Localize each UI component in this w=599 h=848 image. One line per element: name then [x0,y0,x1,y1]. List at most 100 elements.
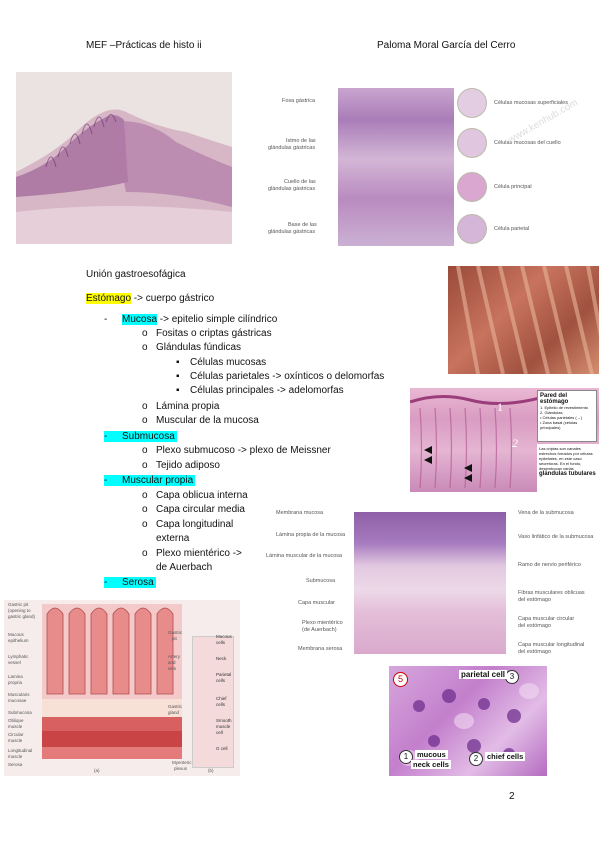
cell-circle-2 [457,128,487,158]
layer-label: del estómago [518,649,552,655]
header-right: Paloma Moral García del Cerro [377,40,516,51]
list-item-cont: de Auerbach [156,562,213,573]
drawing-label: muscle [8,738,23,743]
drawing-label: Gastric [168,704,183,709]
gland-label: glándulas gástricas [268,145,316,151]
list-item-cont: externa [156,533,190,544]
cell-label: Célula principal [494,184,532,190]
list-item: ▪Células parietales -> oxínticos o delom… [176,371,385,382]
legend-item: 2. Glándulas [540,410,563,415]
drawing-label: and [168,660,176,665]
gland-label: glándulas gástricas [268,229,316,235]
badge-5: 5 [393,672,408,687]
stomach-line: Estómago -> cuerpo gástrico [86,292,214,305]
gland-label: Fosa gástrica [282,98,316,104]
crypt-note: Las criptas son canales estrechos forrad… [537,444,599,492]
drawing-label: Gastric pit [8,602,29,607]
legend-title: Pared del estómago [540,393,569,405]
number-2: 2 [512,436,518,450]
gland-label: Istmo de las [286,138,316,144]
stomach-wall-art [410,395,540,489]
cell-circle-1 [457,88,487,118]
legend-item: • Células parietales (→) [540,415,583,420]
drawing-label: Parietal [216,672,232,677]
number-1: 1 [497,400,503,414]
drawing-label: Neck [216,656,227,661]
drawing-label: cells [216,678,226,683]
drawing-label: muscle [8,754,23,759]
legend-box: Pared del estómago 1. Epitelio de revest… [537,390,597,442]
wall-drawing-art [42,604,182,759]
drawing-label: Myenteric [172,760,192,765]
layer-label: Lámina propia de la mucosa [276,532,346,538]
layers-micrograph [354,512,506,654]
wall-drawing-figure: Gastric pit (opening to gastric gland) M… [4,600,240,776]
list-item: ▪Células mucosas [176,357,267,368]
muscular-highlight: -Muscular propia [104,475,196,486]
gland-label: glándulas gástricas [268,186,316,192]
drawing-label: Oblique [8,718,24,723]
caption-a: (a) [94,768,100,773]
gland-label: Cuello de las [284,179,316,185]
layer-label: Ramo de nervio periférico [518,562,581,568]
submucosa-highlight: -Submucosa [104,431,177,442]
badge-2: 2 [469,752,483,766]
junction-micrograph-art [16,72,232,244]
drawing-label: Mucous [8,632,24,637]
drawing-label: Smooth [216,718,232,723]
mucosa-rest: -> epitelio simple cilíndrico [157,314,278,325]
fundic-mucosa-art [456,266,599,374]
cell-label: Células mucosas superficiales [494,100,568,106]
badge-3: 3 [505,670,519,684]
layer-label: del estómago [518,597,552,603]
serosa-line: -Serosa [104,576,156,589]
drawing-label: muscle [8,724,23,729]
dash-bullet: - [104,314,108,325]
drawing-label: Serosa [8,762,23,767]
drawing-label: gland [168,710,180,715]
neck-label: neck cells [411,760,451,769]
gland-detail [192,636,234,768]
layer-label: Vaso linfático de la submucosa [518,534,594,540]
drawing-label: cell [216,730,223,735]
stomach-highlight: Estómago [86,293,132,304]
junction-micrograph [16,72,232,244]
layer-label: Fibras musculares oblicuas [518,590,585,596]
drawing-label: epithelium [8,638,29,643]
legend-item: • Zona basal (células principales) [540,420,578,430]
mucous-label: mucous [415,750,448,759]
drawing-label: Submucosa [8,710,32,715]
layer-label: Submucosa [306,578,336,584]
drawing-label: mucosae [8,698,27,703]
page-number: 2 [509,791,515,802]
layer-label: (de Auerbach) [302,627,337,633]
cells-micrograph: 5 3 parietal cell 1 mucous neck cells 2 … [389,666,547,776]
badge-1: 1 [399,750,413,764]
drawing-label: (opening to [8,608,31,613]
drawing-label: G cell [216,746,228,751]
drawing-label: Circular [8,732,24,737]
layer-label: Plexo mientérico [302,620,343,626]
drawing-label: cells [216,702,226,707]
fundic-mucosa-photo [448,266,599,374]
muscular-line: -Muscular propia [104,474,196,487]
drawing-label: pit [172,636,177,641]
drawing-label: Muscularis [8,692,30,697]
legend-item: 1. Epitelio de revestimiento [540,405,589,410]
parietal-label: parietal cell [459,670,508,679]
cell-circle-3 [457,172,487,202]
drawing-label: vessel [8,660,21,665]
drawing-label: Lamina [8,674,23,679]
drawing-label: Longitudinal [8,748,33,753]
mucosa-line: -Mucosa -> epitelio simple cilíndrico [104,313,277,326]
stomach-rest: -> cuerpo gástrico [131,293,215,304]
